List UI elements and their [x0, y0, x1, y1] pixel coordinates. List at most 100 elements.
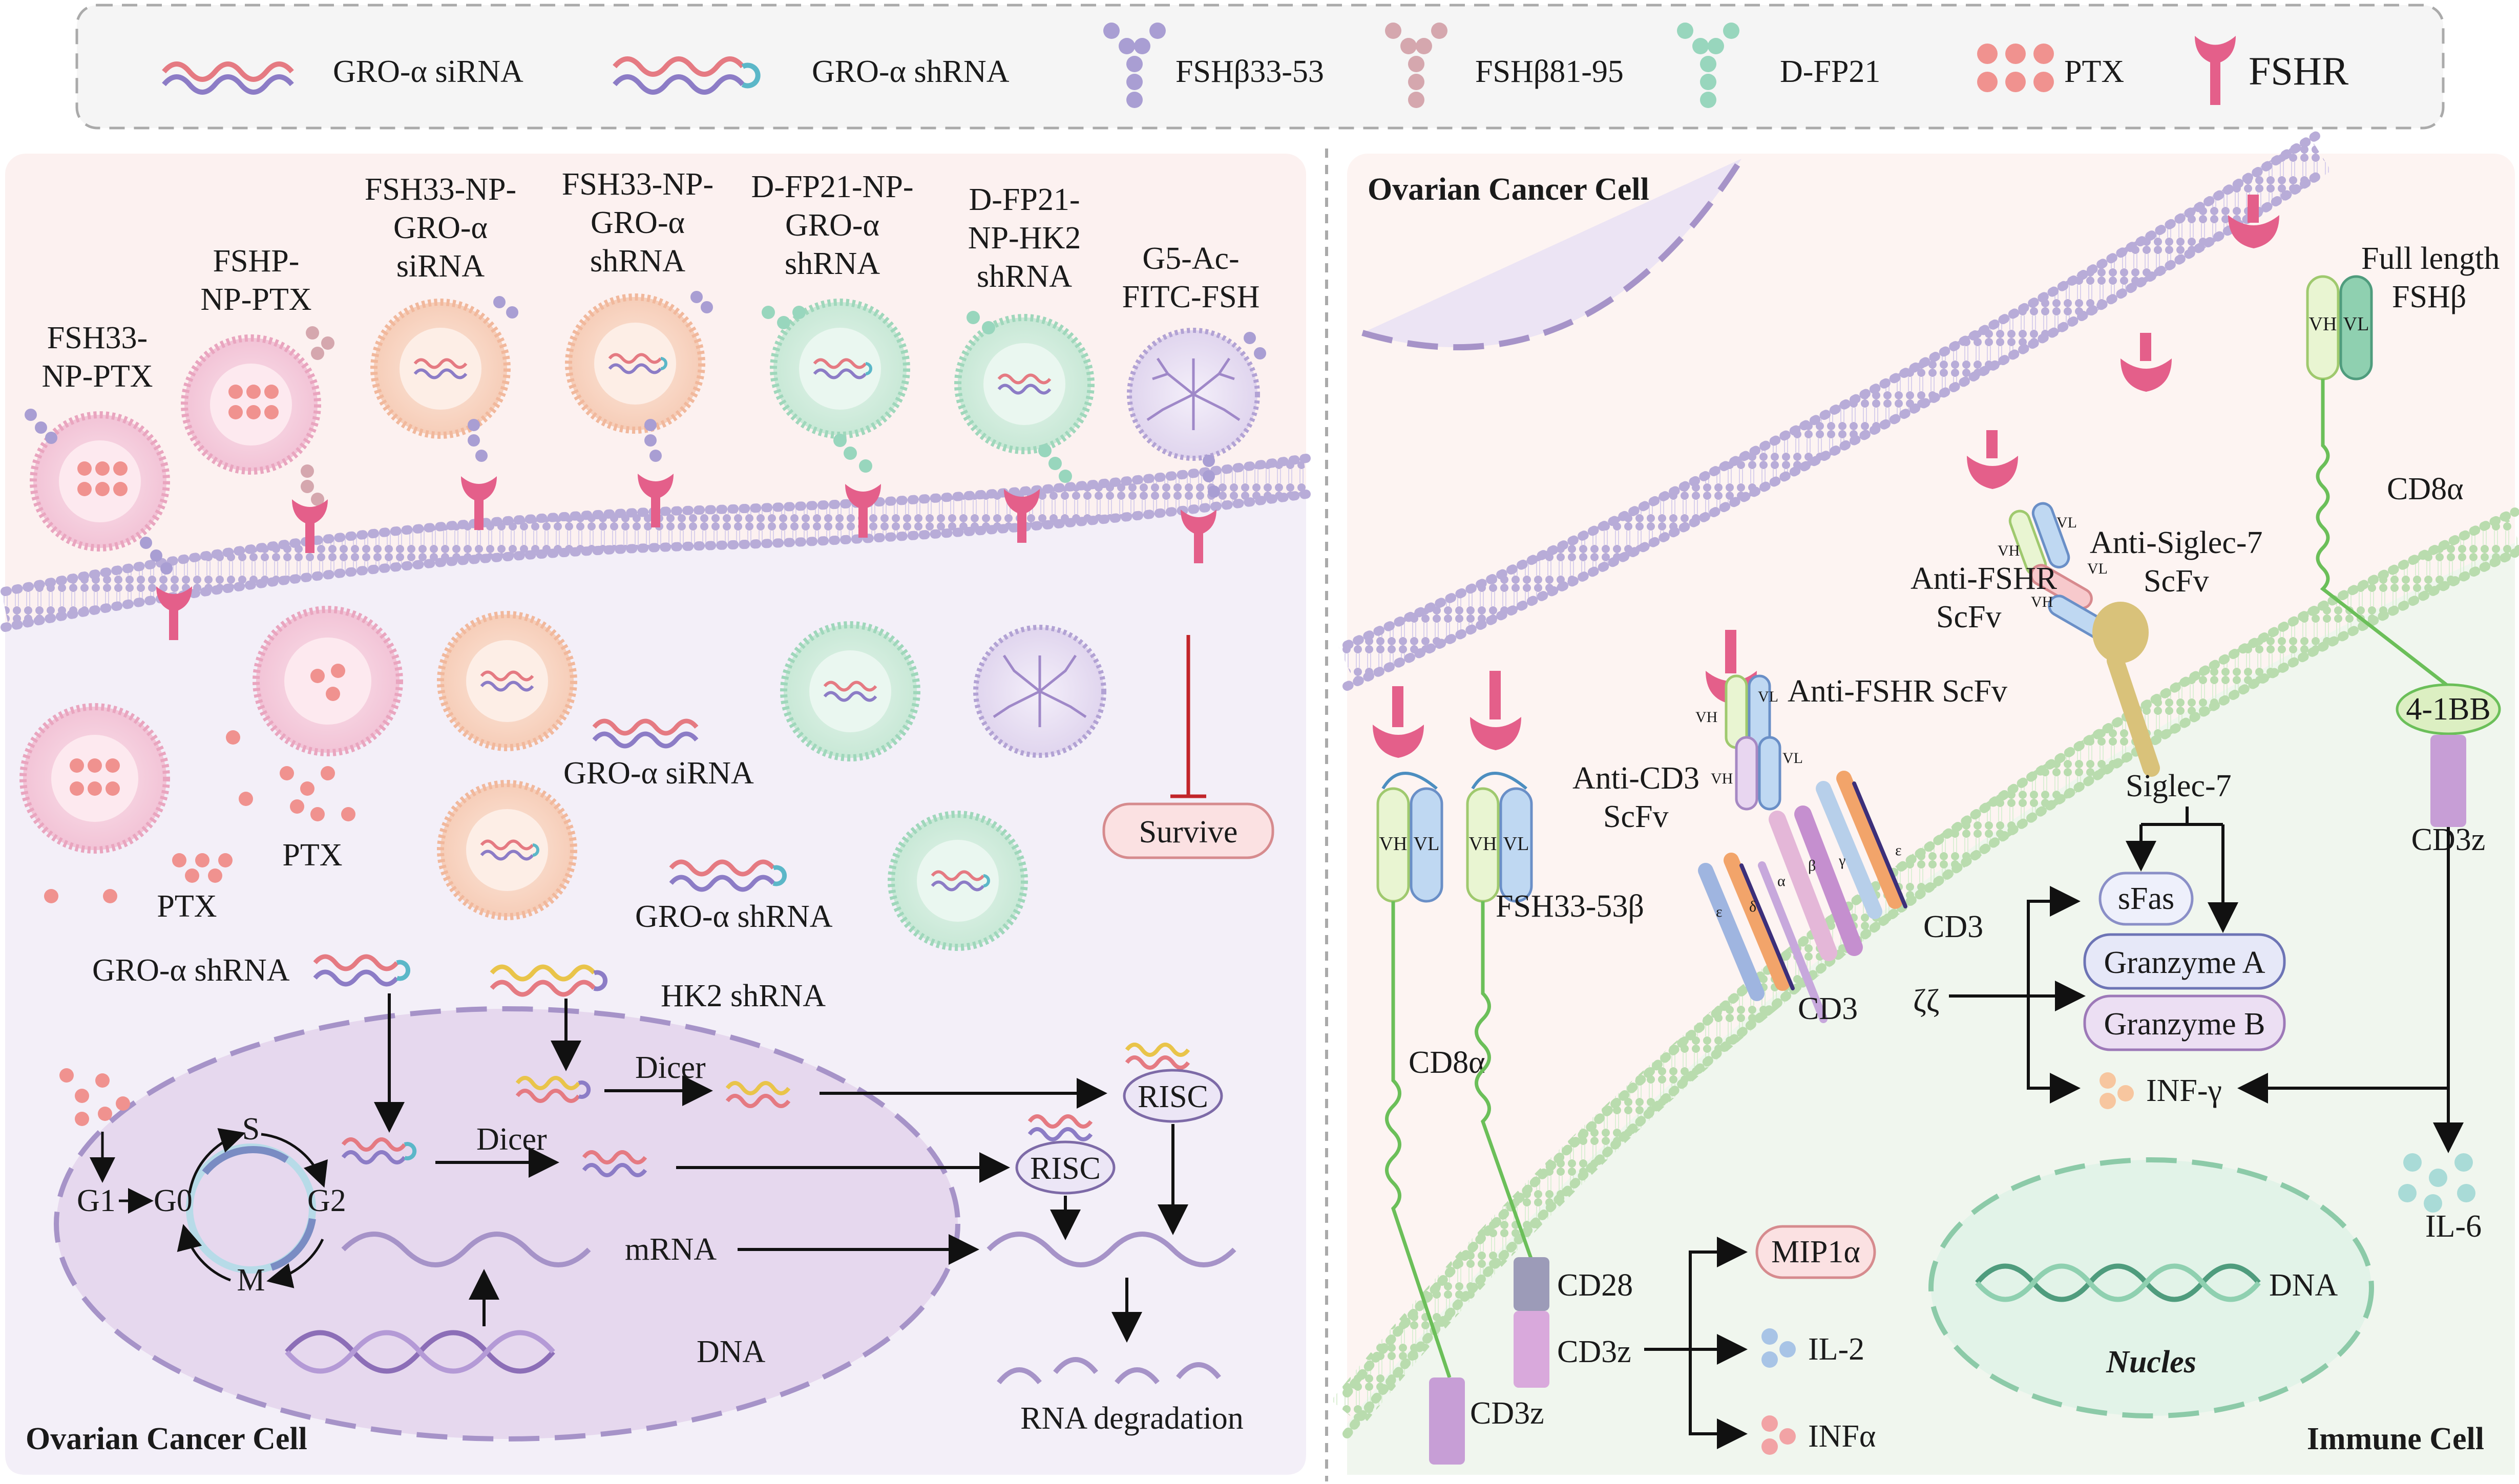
fshr-receptor-7 — [1181, 510, 1216, 563]
granzyme-b-box — [2083, 994, 2286, 1051]
risc-label-2: RISC — [1030, 1151, 1101, 1186]
ptx-icon — [1977, 44, 2054, 92]
cd8a-left-label: CD8α — [1409, 1045, 1485, 1080]
fshr-right-6 — [1470, 671, 1521, 750]
risc-1-group — [1123, 1043, 1223, 1123]
survive-label: Survive — [1139, 815, 1238, 850]
svg-text:GRO-α: GRO-α — [785, 208, 879, 243]
phase-s: S — [242, 1112, 260, 1147]
svg-text:siRNA: siRNA — [396, 249, 485, 284]
risc-2-group — [1015, 1114, 1116, 1195]
car-fsh3353-1: VH VL — [1376, 772, 1465, 1465]
fshr-icon — [2195, 36, 2236, 105]
svg-text:NP-PTX: NP-PTX — [200, 282, 311, 317]
anti-fshr-top-1: Anti-FSHR — [1911, 561, 2058, 596]
cd3z-left-label: CD3z — [1470, 1396, 1544, 1431]
np-fsh33-ptx — [25, 409, 173, 575]
np-dfp21-hk2 — [954, 311, 1095, 483]
phase-m: M — [237, 1263, 265, 1298]
np-internal-green-1 — [780, 621, 920, 761]
dna-label-left: DNA — [697, 1334, 766, 1369]
dicer-label-1: Dicer — [635, 1050, 706, 1085]
vh-label-7: VH — [1469, 833, 1497, 855]
np-internal-green-2 — [888, 811, 1028, 951]
vh-label-3: VH — [2031, 593, 2053, 610]
ptx-dots — [44, 730, 355, 903]
fshr-receptor-6 — [1004, 489, 1040, 543]
greek-gamma: γ — [1838, 852, 1845, 869]
dfp21-icon — [1677, 23, 1739, 108]
fshr-right-2 — [2121, 333, 2172, 392]
granzyme-b-label: Granzyme B — [2104, 1007, 2265, 1042]
fshr-right-1 — [2228, 195, 2279, 248]
siglec7-receptor — [2092, 602, 2160, 777]
left-panel: FSH33-NP-PTX FSHP-NP-PTX FSH33-NP-GRO-αs… — [1, 154, 1311, 1475]
anti-siglec-1: Anti-Siglec-7 — [2090, 525, 2263, 560]
survive-box — [1102, 802, 1274, 859]
svg-text:FSH33-: FSH33- — [47, 321, 148, 355]
svg-text:shRNA: shRNA — [977, 259, 1072, 294]
vh-label-1: VH — [2309, 313, 2337, 335]
cd3z-mid-label: CD3z — [1557, 1334, 1631, 1369]
free-sirna — [592, 718, 699, 749]
nucleus-label: Nucles — [2106, 1345, 2196, 1380]
sirna-product-2 — [582, 1150, 647, 1177]
ptx-label-2: PTX — [157, 889, 217, 924]
dna-helix-right — [1975, 1263, 2261, 1302]
siglec7-label: Siglec-7 — [2126, 769, 2232, 803]
cd3-label-a: CD3 — [1923, 909, 1983, 944]
greek-eps-2: ε — [1716, 903, 1723, 920]
target-mrna — [986, 1232, 1236, 1267]
legend-shrna-label: GRO-α shRNA — [812, 54, 1010, 89]
il2-dots — [1761, 1328, 1796, 1368]
svg-text:G5-Ac-: G5-Ac- — [1142, 241, 1239, 276]
fsh8195-icon — [1385, 23, 1447, 108]
greek-delta: δ — [1749, 898, 1756, 915]
cd28-label: CD28 — [1557, 1268, 1633, 1303]
vl-label-2: VL — [2056, 514, 2077, 531]
np-dfp21-shrna — [762, 299, 910, 473]
svg-text:shRNA: shRNA — [785, 246, 880, 281]
shrna-in-icon — [313, 954, 410, 987]
svg-text:FSH33-NP-: FSH33-NP- — [365, 172, 516, 207]
phase-g0: G0 — [154, 1183, 193, 1218]
cell-membrane-left — [1, 458, 1309, 628]
fshr-receptor-2 — [292, 499, 328, 553]
sfas-label: sFas — [2118, 881, 2174, 916]
left-panel-title: Ovarian Cancer Cell — [26, 1422, 307, 1456]
zeta-label: ζζ — [1913, 984, 1939, 1019]
inf-gamma-dots — [2100, 1072, 2134, 1109]
free-shrna-label: GRO-α shRNA — [635, 899, 833, 934]
vl-label-3: VL — [2087, 560, 2108, 577]
phase-g1: G1 — [77, 1183, 116, 1218]
legend: GRO-α siRNA GRO-α shRNA FSHβ33-53 FSHβ81… — [75, 4, 2445, 130]
bispecific-cd3: VH VL VH VL — [1695, 674, 1803, 811]
legend-dfp21-label: D-FP21 — [1780, 54, 1880, 89]
vh-label-6: VH — [1379, 833, 1408, 855]
il2-label: IL-2 — [1808, 1332, 1864, 1367]
svg-text:D-FP21-: D-FP21- — [969, 182, 1080, 217]
sirna-icon — [162, 61, 294, 95]
np-g5-dendrimer — [1127, 328, 1266, 498]
car-fsh3353-2: VH VL — [1466, 772, 1549, 1388]
legend-fshr-label: FSHR — [2249, 49, 2348, 93]
fsh3353b-label: FSH33-53β — [1496, 889, 1644, 924]
np-fsh33-sirna — [370, 296, 518, 462]
mrna-wave — [341, 1232, 591, 1267]
vl-label-5: VL — [1782, 750, 1803, 767]
dna-label-right: DNA — [2269, 1268, 2338, 1303]
fshr-receptor-5 — [845, 484, 881, 538]
cd8a-right-label: CD8α — [2387, 472, 2464, 506]
sirna-product-1 — [725, 1081, 791, 1108]
np-label-g5-ac-fitc-fsh: G5-Ac-FITC-FSH — [1122, 241, 1260, 314]
infa-label: INFα — [1808, 1419, 1876, 1454]
fsh3353-icon — [1103, 23, 1166, 108]
vl-label-7: VL — [1503, 833, 1529, 855]
vl-label-6: VL — [1414, 833, 1440, 855]
hk2-shrna-label: HK2 shRNA — [661, 979, 826, 1013]
np-internal-pink-1 — [19, 703, 170, 854]
bispecific-siglec: VL VH VL VH — [1998, 502, 2111, 641]
shrna-in-label: GRO-α shRNA — [92, 953, 290, 988]
fshr-right-3 — [1967, 430, 2018, 489]
